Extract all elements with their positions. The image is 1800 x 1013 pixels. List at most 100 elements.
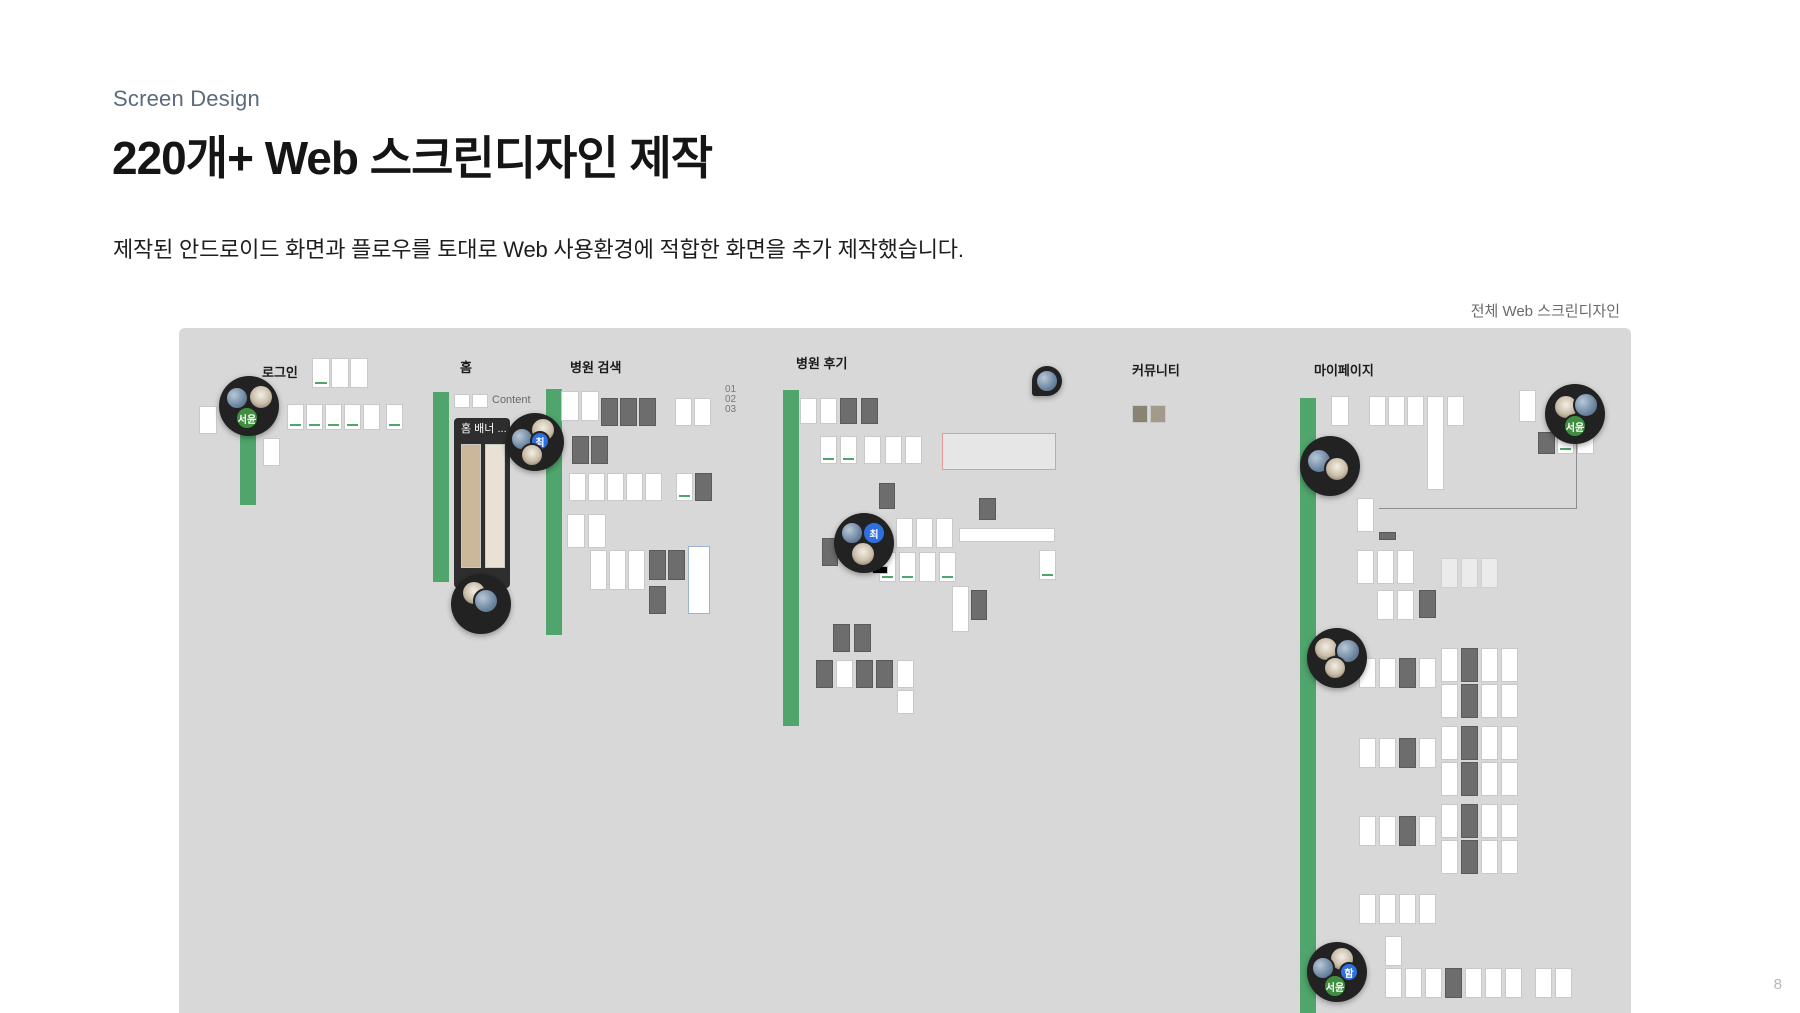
screen-frame	[688, 546, 710, 614]
screen-frame	[1501, 840, 1518, 874]
screen-frame	[800, 398, 817, 424]
screen-frame	[1359, 894, 1376, 924]
screen-frame	[1441, 840, 1458, 874]
screen-frame	[959, 528, 1055, 542]
screen-frame	[897, 690, 914, 714]
screen-frame	[919, 552, 936, 582]
screen-frame	[628, 550, 645, 590]
screen-frame	[1481, 684, 1498, 718]
screen-frame	[1407, 396, 1424, 426]
collaborator-cursor: 서윤	[1545, 384, 1605, 444]
screen-frame	[199, 406, 217, 434]
screen-frame	[1369, 396, 1386, 426]
home-content-label: Content	[492, 394, 531, 406]
section-label-login: 로그인	[262, 365, 298, 380]
flow-connector	[1379, 508, 1577, 509]
screen-frame	[1445, 968, 1462, 998]
section-label-hospital-review: 병원 후기	[796, 356, 848, 371]
flow-bar-mypage	[1300, 398, 1316, 1013]
screen-frame	[1397, 550, 1414, 584]
screen-frame	[676, 473, 693, 501]
screen-frame	[1150, 405, 1166, 423]
screen-frame	[1377, 590, 1394, 620]
user-badge: 서윤	[1563, 414, 1587, 438]
avatar	[473, 588, 499, 614]
screen-frame	[639, 398, 656, 426]
screen-frame	[952, 586, 969, 632]
screen-frame	[979, 498, 996, 520]
collaborator-cursor	[1300, 436, 1360, 496]
screen-frame	[331, 358, 349, 388]
collaborator-cursor	[451, 574, 511, 634]
collaborator-cursor: 서윤	[219, 376, 279, 436]
screen-frame	[363, 404, 380, 430]
screen-frame	[287, 404, 304, 430]
screen-frame	[386, 404, 403, 430]
screen-frame	[820, 398, 837, 424]
screen-frame	[1519, 390, 1536, 422]
collaborator-cursor	[1307, 628, 1367, 688]
step-number: 03	[725, 404, 737, 415]
screen-frame	[1481, 804, 1498, 838]
screen-frame	[668, 550, 685, 580]
screen-frame	[1481, 726, 1498, 760]
screen-frame	[1485, 968, 1502, 998]
design-board: 로그인 홈 병원 검색 병원 후기 커뮤니티 마이페이지 홈 배너 ... Co…	[179, 328, 1631, 1013]
screen-frame	[620, 398, 637, 426]
user-badge: 함	[1339, 962, 1359, 982]
avatar	[248, 384, 274, 410]
screen-frame	[649, 550, 666, 580]
screen-frame	[1481, 840, 1498, 874]
screen-frame	[1379, 816, 1396, 846]
step-number: 01	[725, 384, 737, 395]
highlight-box	[942, 433, 1056, 470]
screen-frame	[1388, 396, 1405, 426]
screen-frame	[485, 444, 505, 568]
screen-frame	[856, 660, 873, 688]
screen-frame	[971, 590, 987, 620]
screen-frame	[454, 394, 470, 408]
screen-frame	[601, 398, 618, 426]
screen-frame	[1481, 558, 1498, 588]
screen-frame	[1538, 432, 1555, 454]
screen-frame	[344, 404, 361, 430]
screen-frame	[588, 473, 605, 501]
user-badge: 서윤	[1323, 974, 1347, 998]
screen-frame	[1501, 762, 1518, 796]
screen-frame	[1425, 968, 1442, 998]
screen-frame	[1419, 658, 1436, 688]
screen-frame	[1505, 968, 1522, 998]
screen-frame	[1357, 550, 1374, 584]
screen-frame	[1427, 396, 1444, 490]
screen-frame	[1481, 648, 1498, 682]
screen-frame	[1419, 816, 1436, 846]
screen-frame	[1132, 405, 1148, 423]
screen-frame	[1379, 738, 1396, 768]
collaborator-cursor	[1032, 366, 1062, 396]
user-badge: 서윤	[235, 406, 259, 430]
screen-frame	[581, 391, 599, 421]
screen-frame	[861, 398, 878, 424]
screen-frame	[1441, 558, 1458, 588]
avatar	[1324, 456, 1350, 482]
screen-frame	[1501, 648, 1518, 682]
screen-frame	[1461, 648, 1478, 682]
screen-frame	[936, 518, 953, 548]
eyebrow-label: Screen Design	[113, 86, 260, 111]
screen-frame	[1441, 804, 1458, 838]
screen-frame	[675, 398, 692, 426]
collaborator-cursor: 최	[834, 513, 894, 573]
screen-frame	[607, 473, 624, 501]
avatar	[1573, 392, 1599, 418]
screen-frame	[879, 483, 895, 509]
section-label-home: 홈	[460, 360, 472, 375]
screen-frame	[1535, 968, 1552, 998]
screen-frame	[916, 518, 933, 548]
screen-frame	[1441, 762, 1458, 796]
screen-frame	[840, 398, 857, 424]
screen-frame	[1379, 894, 1396, 924]
section-label-community: 커뮤니티	[1132, 363, 1180, 378]
screen-frame	[1357, 498, 1374, 532]
screen-frame	[572, 436, 589, 464]
screen-frame	[325, 404, 342, 430]
